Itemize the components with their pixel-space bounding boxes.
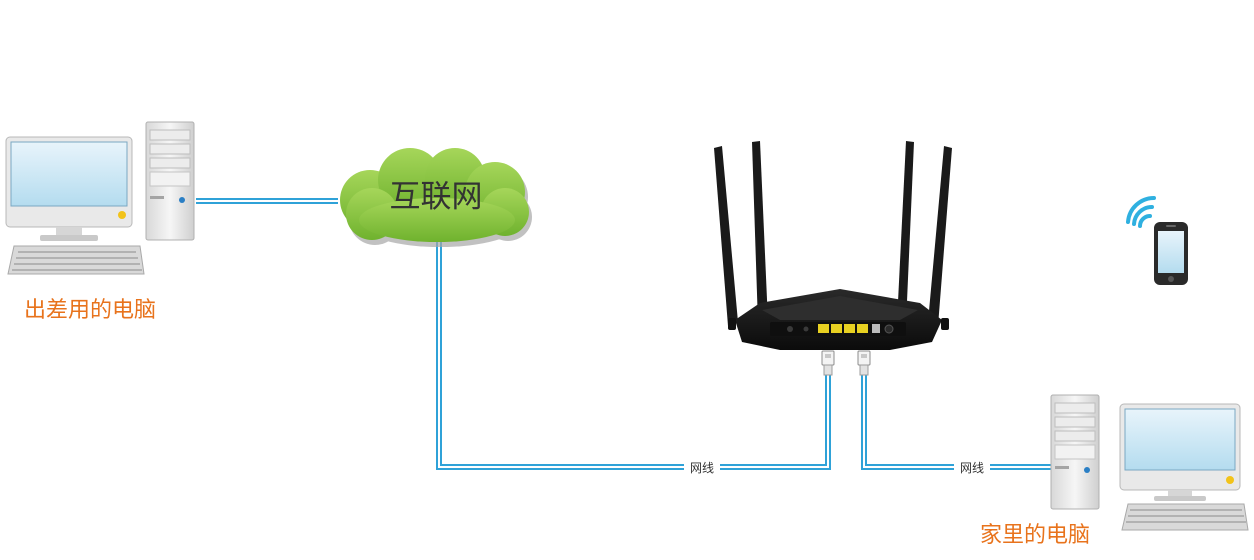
smartphone-icon bbox=[1154, 222, 1188, 285]
wifi-signal-icon bbox=[1126, 195, 1156, 228]
cable-label-left: 网线 bbox=[690, 461, 714, 475]
home-pc bbox=[1050, 394, 1249, 531]
internet-label: 互联网 bbox=[390, 179, 483, 215]
home-pc-label: 家里的电脑 bbox=[980, 523, 1090, 548]
cable-router-to-home-pc bbox=[861, 374, 1053, 470]
cable-internet-to-router bbox=[436, 240, 831, 470]
desktop-tower-icon bbox=[1050, 394, 1100, 510]
monitor-icon bbox=[1119, 403, 1241, 501]
lan-port-icon bbox=[818, 324, 868, 333]
rj45-connector-icon bbox=[821, 350, 835, 376]
router-icon bbox=[714, 141, 952, 350]
keyboard-icon bbox=[1121, 503, 1249, 531]
cable-label-right: 网线 bbox=[960, 461, 984, 475]
internet-cloud-icon bbox=[340, 148, 532, 247]
travel-pc bbox=[5, 121, 195, 275]
keyboard-icon bbox=[7, 245, 145, 275]
rj45-connector-icon bbox=[857, 350, 871, 376]
desktop-tower-icon bbox=[145, 121, 195, 241]
monitor-icon bbox=[5, 136, 133, 241]
travel-pc-label: 出差用的电脑 bbox=[24, 298, 156, 323]
